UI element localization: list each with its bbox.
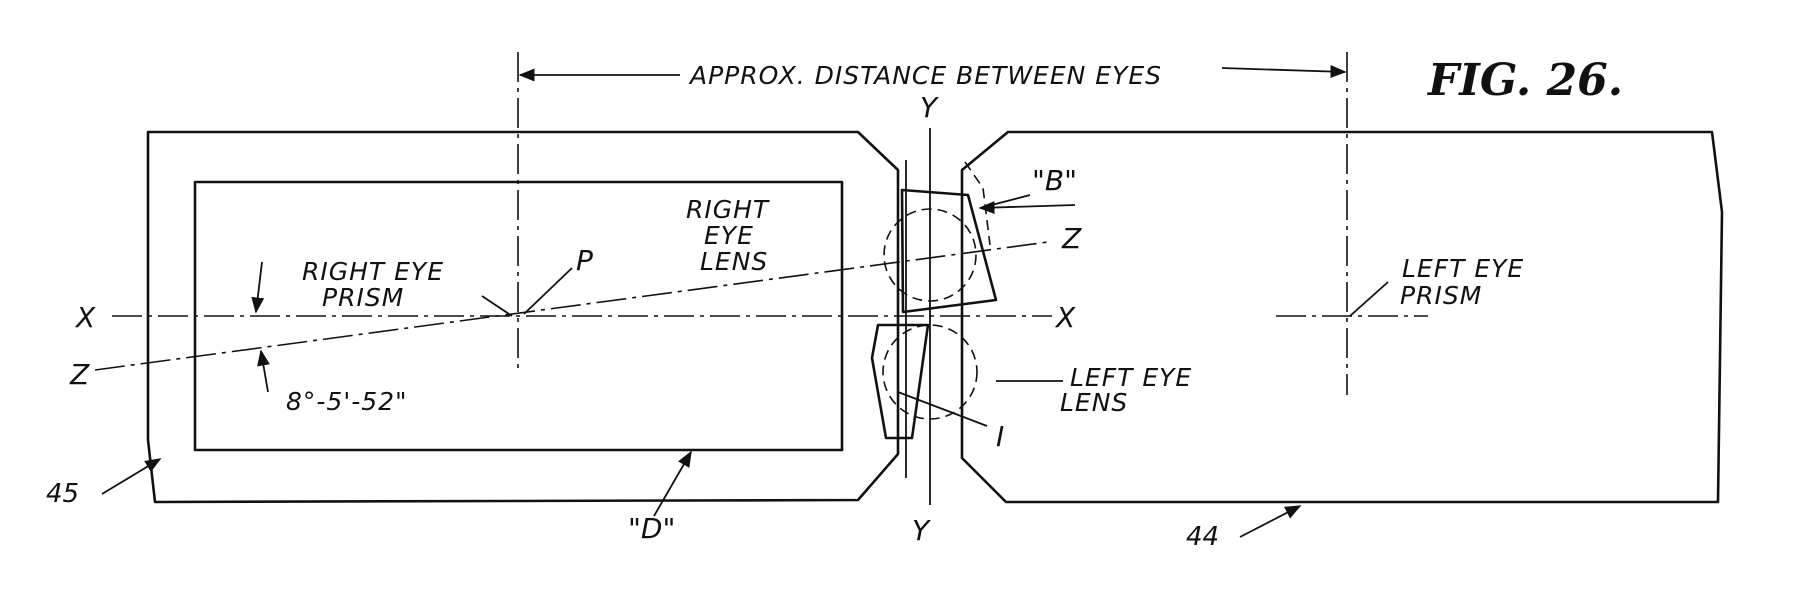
- right-eye-prism-label-2: PRISM: [322, 283, 404, 312]
- point-p-label: P: [576, 244, 593, 277]
- axis-x-right-label: X: [1054, 301, 1076, 334]
- left-lens-element-44: [960, 130, 1724, 504]
- axis-z-left-label: Z: [69, 358, 90, 391]
- ref-44-label: 44: [1186, 522, 1219, 552]
- left-eye-prism-label-2: PRISM: [1400, 281, 1482, 310]
- right-eye-lens-label-3: LENS: [700, 247, 768, 276]
- ref-45-label: 45: [46, 479, 79, 509]
- callout-i-label: I: [996, 420, 1004, 453]
- left-eye-lens-label-1: LEFT EYE: [1070, 363, 1192, 392]
- distance-dimension: APPROX. DISTANCE BETWEEN EYES: [518, 61, 1347, 90]
- bridge-lens-pieces: [870, 161, 998, 440]
- right-lens-element-45: [146, 130, 900, 504]
- left-eye-lens-label-2: LENS: [1060, 388, 1128, 417]
- axis-z-right-label: Z: [1061, 222, 1082, 255]
- right-eye-lens-label-2: EYE: [704, 221, 754, 250]
- callout-b-label: "B": [1032, 164, 1077, 197]
- angle-label: 8°-5'-52": [286, 387, 408, 416]
- axis-x-left-label: X: [74, 301, 96, 334]
- callout-d-label: "D": [628, 512, 675, 545]
- axis-z: [94, 241, 1049, 371]
- axis-y-bottom-label: Y: [912, 514, 931, 547]
- axis-y-top-label: Y: [920, 91, 939, 124]
- left-eye-prism-label-1: LEFT EYE: [1402, 254, 1524, 283]
- right-eye-lens-label-1: RIGHT: [686, 195, 770, 224]
- distance-label: APPROX. DISTANCE BETWEEN EYES: [688, 61, 1162, 90]
- right-eye-prism-label-1: RIGHT EYE: [302, 257, 444, 286]
- figure-title: FIG. 26.: [1426, 55, 1623, 106]
